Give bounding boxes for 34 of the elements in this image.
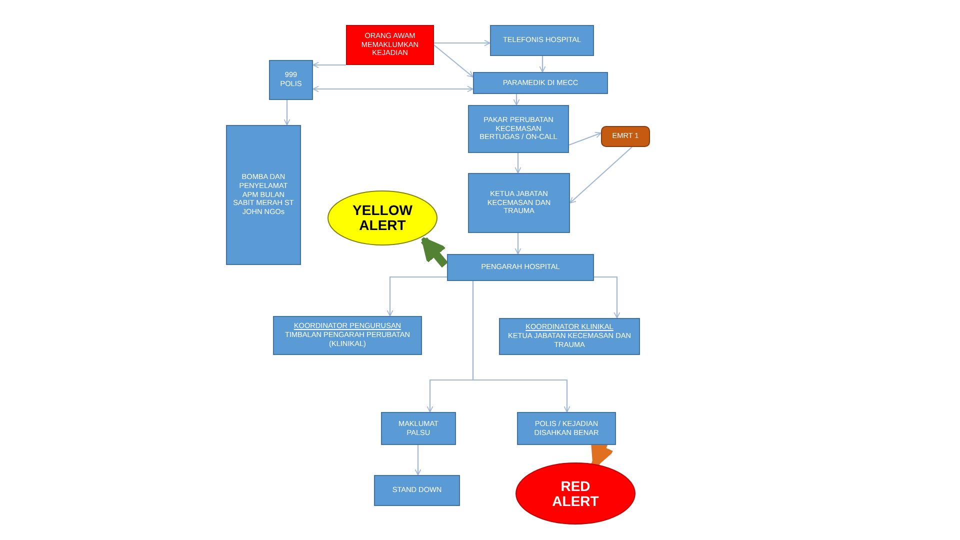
process-box bbox=[468, 105, 569, 153]
arrow bbox=[414, 445, 422, 476]
arrow bbox=[284, 100, 290, 126]
arrow bbox=[539, 56, 546, 72]
arrow bbox=[570, 146, 632, 204]
arrow bbox=[386, 276, 447, 316]
process-box bbox=[381, 412, 456, 445]
alert-box bbox=[346, 25, 434, 65]
process-box bbox=[226, 125, 301, 265]
process-box bbox=[517, 412, 616, 445]
arrow bbox=[472, 281, 570, 412]
process-box bbox=[447, 254, 594, 281]
process-box bbox=[468, 173, 570, 233]
arrow bbox=[513, 94, 520, 106]
arrow bbox=[594, 276, 620, 318]
team-box bbox=[601, 126, 650, 147]
process-box bbox=[269, 60, 313, 100]
arrow bbox=[312, 62, 346, 68]
block-arrow bbox=[420, 237, 448, 268]
process-box bbox=[273, 316, 422, 355]
process-box bbox=[374, 475, 460, 506]
arrow bbox=[568, 132, 602, 146]
process-box bbox=[499, 318, 640, 355]
arrow bbox=[514, 233, 522, 254]
process-box bbox=[473, 72, 608, 94]
alert-ellipse bbox=[327, 190, 438, 246]
arrow bbox=[514, 153, 522, 174]
box-label: RED ALERT bbox=[551, 478, 600, 508]
arrow bbox=[434, 40, 490, 46]
arrow bbox=[434, 44, 474, 78]
box-label: YELLOW ALERT bbox=[352, 203, 412, 233]
alert-ellipse bbox=[515, 462, 636, 525]
arrow bbox=[312, 86, 474, 92]
process-box bbox=[490, 25, 594, 56]
